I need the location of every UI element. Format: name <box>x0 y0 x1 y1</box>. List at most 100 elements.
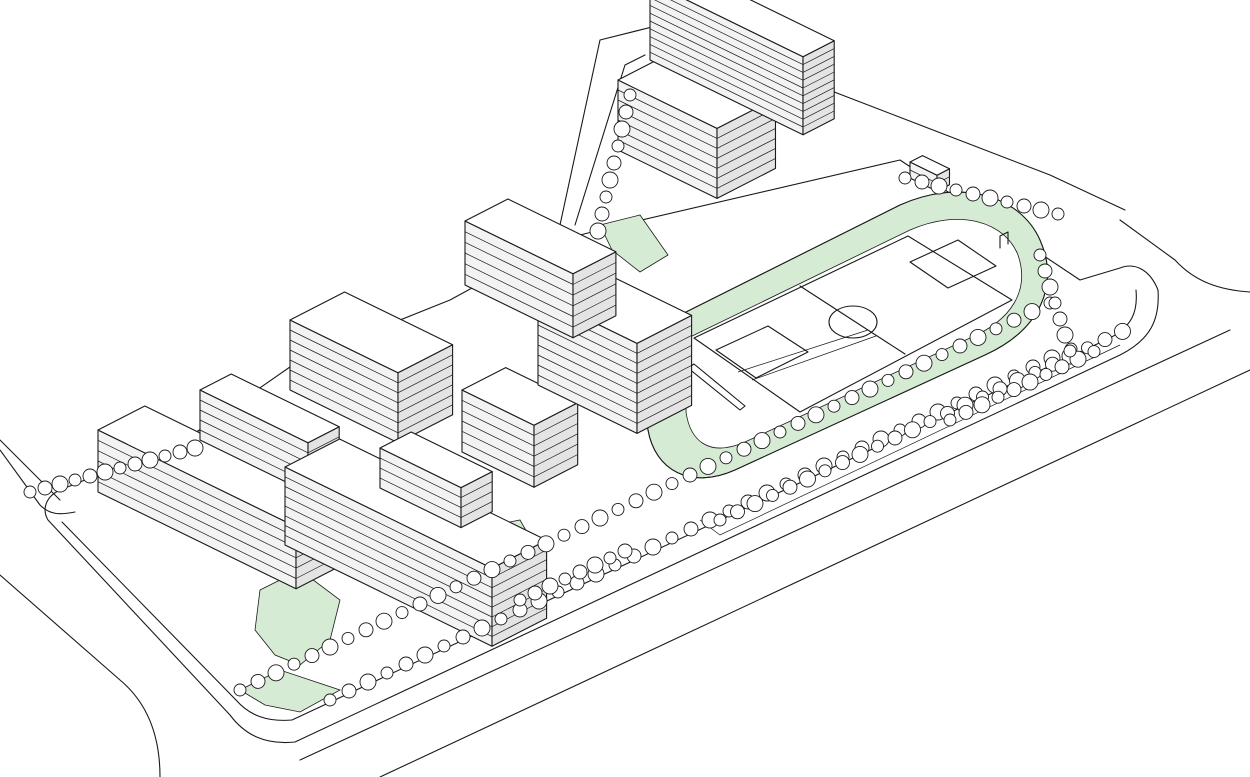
tree <box>1006 382 1022 398</box>
tree <box>623 88 637 102</box>
building-central-north-floor-line <box>397 394 453 424</box>
building-north-residential-floor-line <box>670 0 804 65</box>
tree <box>586 556 604 574</box>
building-central-north-floor-line <box>289 349 399 404</box>
tree <box>304 648 320 664</box>
goal-post-east <box>999 231 1009 249</box>
building-north-east-floor-line <box>617 109 718 159</box>
building-north-teaching-floor-line <box>572 294 617 317</box>
building-central-north-floor-line <box>289 359 399 414</box>
tree <box>898 171 912 185</box>
tree <box>141 451 159 469</box>
building-north-teaching-floor-line <box>464 241 574 296</box>
building-central-east-floor-line <box>533 433 578 457</box>
tree <box>429 586 447 604</box>
tree <box>1048 296 1062 310</box>
building-north-east-floor-line <box>617 119 718 169</box>
building-west-wing-floor-line <box>199 409 309 464</box>
tree <box>949 183 963 197</box>
tree <box>68 473 82 487</box>
tree <box>520 544 536 560</box>
road-east-edge <box>1119 219 1250 293</box>
building-central-north-floor-line <box>397 404 453 434</box>
building-gymnasium-floor-line <box>636 335 692 364</box>
building-north-teaching-floor-line <box>572 262 617 285</box>
building-central-court-roof <box>379 431 493 489</box>
building-gymnasium-floor-line <box>636 365 692 394</box>
long-jump-pit <box>687 363 746 411</box>
building-north-residential-floor-line <box>802 56 835 73</box>
building-west-long-floor-line <box>97 460 297 559</box>
building-north-residential-floor-line <box>649 44 804 120</box>
tree <box>766 488 779 502</box>
tree <box>1063 344 1077 358</box>
building-central-court-floor-line <box>379 457 462 498</box>
tree <box>818 464 832 478</box>
tree <box>416 646 434 664</box>
tree <box>395 606 409 620</box>
building-central-north-floor-line <box>397 364 453 394</box>
site-boundary-north-inner <box>574 54 646 226</box>
tree <box>930 177 948 195</box>
building-central-east-floor-line <box>533 423 578 447</box>
tree <box>557 528 571 542</box>
building-gymnasium-floor-line <box>636 345 692 374</box>
tree <box>267 664 285 682</box>
building-north-teaching-floor-line <box>572 283 617 307</box>
tree <box>915 354 933 372</box>
tree <box>172 444 188 460</box>
tree <box>113 461 127 475</box>
tree <box>1033 248 1047 262</box>
tree <box>973 396 991 414</box>
tree <box>341 631 355 645</box>
pitch-sightline <box>737 329 877 381</box>
building-central-court-floor-line <box>460 481 493 498</box>
pitch-centre-circle <box>828 305 878 339</box>
tree <box>1021 373 1039 391</box>
building-central-east-floor-line <box>533 443 578 467</box>
building-north-residential-floor-line <box>649 28 804 104</box>
tree <box>1023 303 1041 321</box>
tree <box>358 622 374 638</box>
tree <box>473 619 491 637</box>
building-north-residential-floor-line <box>649 20 804 97</box>
tree <box>603 551 617 565</box>
building-north-east-floor-line <box>617 129 718 179</box>
tree <box>96 463 114 481</box>
building-central-north-floor-line <box>397 384 453 414</box>
building-central-east-floor-line <box>461 441 535 478</box>
tree <box>51 475 69 493</box>
building-west-long-floor-line <box>97 481 297 579</box>
building-central-east-floor-line <box>533 412 578 436</box>
tree <box>617 543 633 559</box>
building-north-residential-floor-line <box>802 102 835 120</box>
tree <box>1032 201 1050 219</box>
tree <box>613 120 631 138</box>
tree <box>158 449 172 463</box>
tree <box>1097 332 1113 348</box>
building-central-north <box>289 291 454 444</box>
tree <box>594 206 610 222</box>
building-north-residential-floor-line <box>649 5 804 81</box>
tree <box>572 564 588 580</box>
tree <box>412 596 428 612</box>
tree <box>437 639 451 653</box>
tree <box>186 439 204 457</box>
building-north-teaching-floor-line <box>464 231 574 285</box>
tree <box>923 415 937 429</box>
tree <box>713 513 727 527</box>
tree <box>881 373 895 387</box>
building-north-east <box>617 49 777 199</box>
tree <box>844 390 860 406</box>
tree <box>730 504 745 520</box>
building-south-classroom-floor-line <box>491 578 547 608</box>
building-south-classroom-floor-line <box>491 549 547 579</box>
building-gymnasium-floor-line <box>636 395 692 424</box>
tree <box>682 467 698 483</box>
building-central-court-floor-line <box>379 467 462 508</box>
tree <box>449 580 463 594</box>
tree <box>1006 312 1022 328</box>
building-central-east-floor-line <box>461 399 535 436</box>
tree <box>589 222 607 240</box>
tree <box>807 406 825 424</box>
